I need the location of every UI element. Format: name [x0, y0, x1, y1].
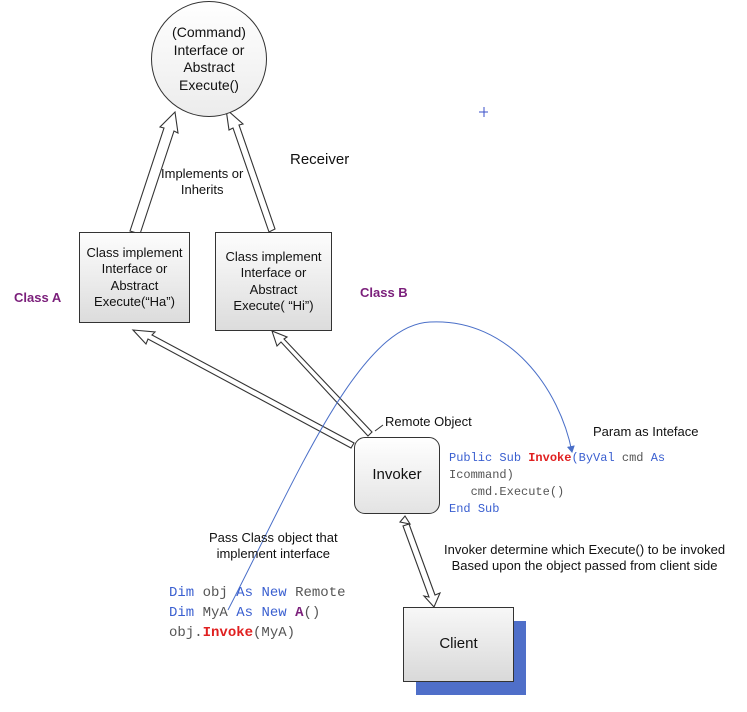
code-dim-keyword-1: Dim — [169, 585, 195, 601]
code-parens: () — [303, 605, 321, 621]
code-remote-type: Remote — [295, 585, 346, 601]
command-interface-line-1: (Command) — [172, 24, 246, 40]
code-dim-keyword-2: Dim — [169, 605, 195, 621]
class-b-line-1: Class implement — [225, 248, 322, 264]
arrow-classb-to-interface — [225, 107, 276, 233]
code-byval-keyword: (ByVal — [571, 451, 615, 465]
class-b-line-4: Execute( “Hi”) — [233, 298, 314, 313]
invoker-determine-line-2: Based upon the object passed from client… — [451, 558, 718, 573]
arrow-invoker-to-classa — [131, 329, 355, 449]
implements-line-2: Inherits — [180, 182, 224, 197]
crosshair-marker — [479, 107, 488, 117]
code-invoke-arg: (MyA) — [253, 625, 296, 641]
class-a-line-1: Class implement — [86, 244, 183, 260]
command-interface-line-4: Execute() — [179, 76, 239, 93]
code-icommand-type: Icommand) — [449, 468, 514, 482]
implements-line-1: Implements or — [161, 166, 244, 181]
pass-object-line-2: implement interface — [216, 546, 331, 561]
class-a-line-4: Execute(“Ha”) — [94, 294, 175, 309]
pass-object-line-1: Pass Class object that — [209, 530, 338, 545]
class-b-label: Class B — [360, 285, 408, 300]
pass-object-curve — [227, 321, 575, 611]
class-a-line-2: Interface or — [101, 261, 168, 276]
invoke-method-code: Public Sub Invoke(ByVal cmd As Icommand)… — [449, 450, 665, 518]
code-cmd-param: cmd — [621, 451, 644, 465]
code-end-keyword: End — [449, 502, 471, 516]
code-execute-call: cmd.Execute() — [470, 485, 565, 499]
arrow-classa-to-interface — [129, 110, 179, 235]
invoker-determine-label: Invoker determine which Execute() to be … — [444, 542, 725, 574]
command-interface-line-2: Interface or — [173, 41, 245, 58]
client-node: Client — [403, 607, 514, 682]
code-obj-dot: obj. — [169, 625, 203, 641]
code-as-keyword: As — [650, 451, 666, 465]
code-end-sub-keyword: Sub — [477, 502, 500, 516]
class-b-line-3: Abstract — [249, 281, 298, 297]
code-as-keyword-2: As — [236, 605, 254, 621]
receiver-label: Receiver — [290, 151, 350, 168]
class-a-label: Class A — [14, 290, 62, 305]
code-invoke-call: Invoke — [202, 625, 254, 641]
code-new-keyword-1: New — [261, 585, 287, 601]
param-as-interface-label: Param as Inteface — [593, 424, 699, 439]
client-code: Dim obj As New Remote Dim MyA As New A()… — [169, 583, 346, 643]
command-interface-line-3: Abstract — [183, 59, 235, 75]
code-mya-var: MyA — [202, 605, 228, 621]
implements-label: Implements or Inherits — [161, 166, 243, 198]
remote-object-label: Remote Object — [385, 414, 472, 429]
code-sub-keyword: Sub — [499, 451, 522, 465]
code-invoke-name: Invoke — [528, 451, 572, 465]
command-interface-node: (Command) Interface or Abstract Execute(… — [151, 1, 267, 117]
invoker-node: Invoker — [354, 437, 440, 514]
code-new-keyword-2: New — [261, 605, 287, 621]
code-obj-var: obj — [202, 585, 228, 601]
class-b-line-2: Interface or — [240, 265, 307, 280]
invoker-determine-line-1: Invoker determine which Execute() to be … — [444, 542, 726, 557]
class-b-box: Class implement Interface or Abstract Ex… — [215, 232, 332, 331]
arrow-invoker-to-client — [398, 515, 442, 609]
code-public-keyword: Public — [449, 451, 493, 465]
pass-object-label: Pass Class object that implement interfa… — [209, 530, 338, 562]
arrow-invoker-to-classb — [271, 330, 373, 437]
class-a-box: Class implement Interface or Abstract Ex… — [79, 232, 190, 323]
remote-object-pointer — [374, 424, 384, 432]
code-as-keyword-1: As — [236, 585, 254, 601]
code-a-type: A — [295, 605, 304, 621]
class-a-line-3: Abstract — [110, 277, 159, 293]
